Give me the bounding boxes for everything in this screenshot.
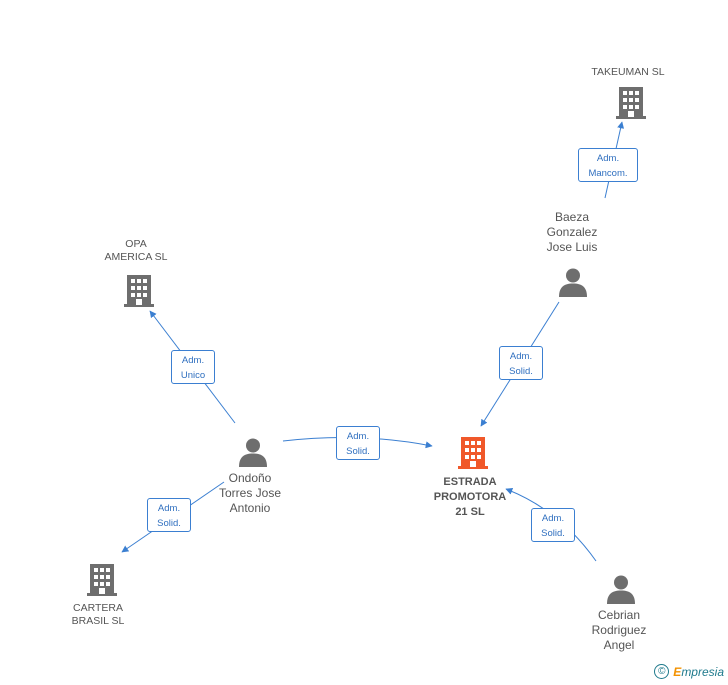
node-label-cartera[interactable]: CARTERA BRASIL SL (71, 602, 125, 627)
node-label-takeuman[interactable]: TAKEUMAN SL (591, 66, 665, 78)
badge-line1: Adm. (157, 503, 181, 514)
building-icon[interactable] (615, 85, 647, 119)
edge-badge-baeza-takeuman[interactable]: Adm. Mancom. (578, 148, 638, 182)
badge-line1: Adm. (346, 431, 370, 442)
badge-line2: Mancom. (588, 168, 628, 179)
badge-line1: Adm. (541, 513, 565, 524)
node-label-baeza[interactable]: Baeza Gonzalez Jose Luis (546, 210, 598, 254)
building-icon[interactable] (123, 273, 155, 307)
person-icon[interactable] (238, 437, 268, 467)
edge-badge-baeza-estrada[interactable]: Adm. Solid. (499, 346, 543, 380)
badge-line1: Adm. (181, 355, 205, 366)
person-icon[interactable] (606, 574, 636, 604)
person-icon[interactable] (558, 267, 588, 297)
badge-line2: Solid. (509, 366, 533, 377)
node-label-cebrian[interactable]: Cebrian Rodriguez Angel (591, 608, 647, 652)
building-icon[interactable] (457, 435, 489, 469)
copyright-icon: © (654, 664, 670, 679)
brand-logo[interactable]: Empresia (673, 665, 724, 679)
node-label-estrada[interactable]: ESTRADA PROMOTORA 21 SL (433, 476, 507, 518)
badge-line2: Unico (180, 370, 206, 381)
badge-line1: Adm. (509, 351, 533, 362)
badge-line2: Solid. (541, 528, 565, 539)
edge-badge-ondono-cartera[interactable]: Adm. Solid. (147, 498, 191, 532)
badge-line2: Solid. (346, 446, 370, 457)
edge-badge-cebrian-estrada[interactable]: Adm. Solid. (531, 508, 575, 542)
edge-badge-ondono-opa[interactable]: Adm. Unico (171, 350, 215, 384)
node-label-opa[interactable]: OPA AMERICA SL (104, 238, 168, 263)
brand-footer: © Empresia (654, 664, 724, 679)
brand-rest: mpresia (681, 664, 724, 679)
edge-badge-ondono-estrada[interactable]: Adm. Solid. (336, 426, 380, 460)
node-label-ondono[interactable]: Ondoño Torres Jose Antonio (218, 471, 282, 515)
badge-line1: Adm. (596, 153, 620, 164)
building-icon[interactable] (86, 562, 118, 596)
brand-first-letter: E (673, 664, 682, 679)
badge-line2: Solid. (157, 518, 181, 529)
